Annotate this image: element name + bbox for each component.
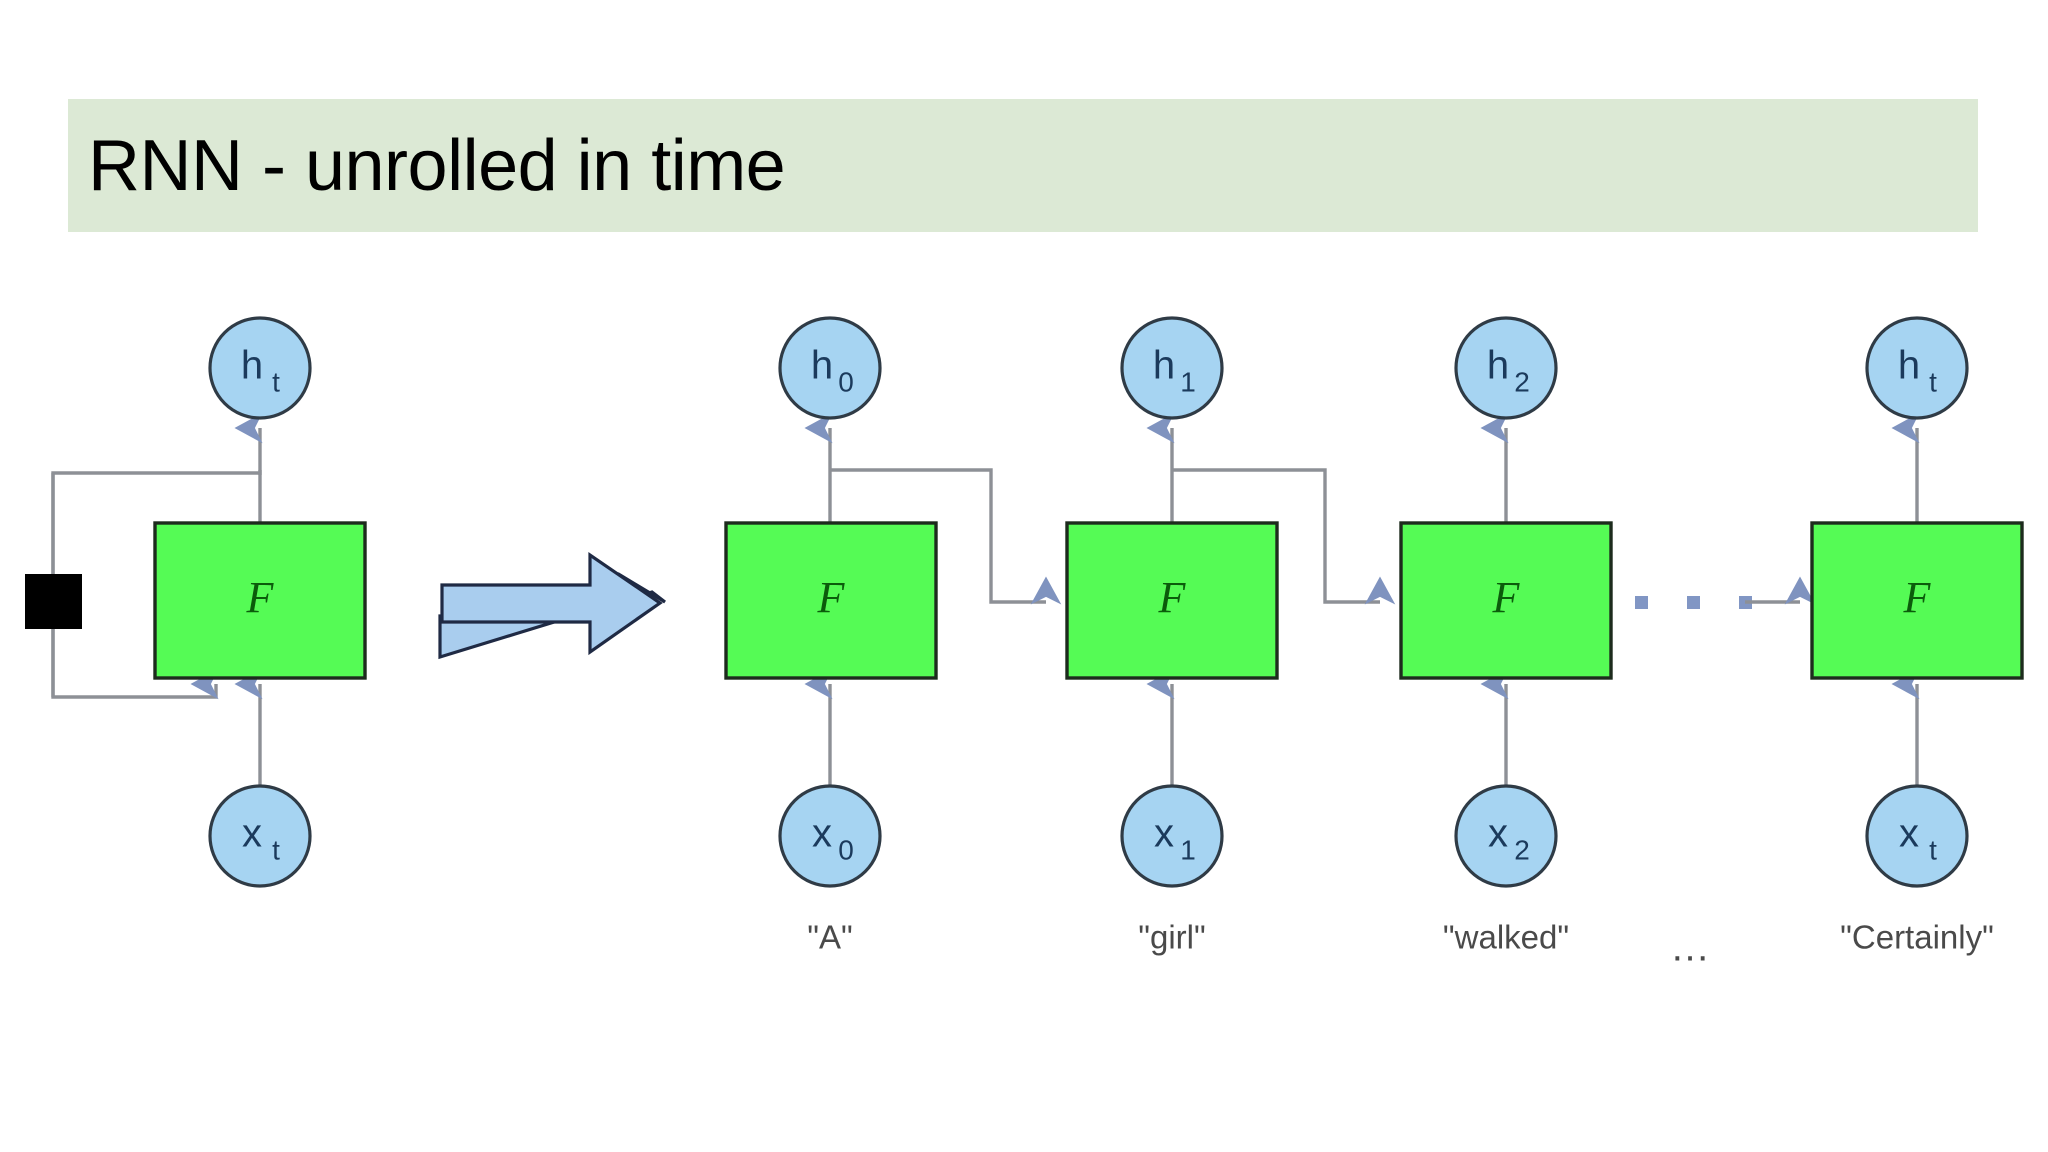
t1-hidden-subscript: 1 [1180, 366, 1196, 397]
skip-dot-icon-1 [1635, 596, 1648, 609]
t2-hidden-subscript: 2 [1514, 366, 1530, 397]
unrolled-rnn-group: F h 0 x 0 "A" F h 1 x 1 "girl" F h 2 x 2… [724, 316, 2024, 970]
t0-input-label: x [812, 812, 832, 856]
t0-input-node[interactable] [778, 784, 882, 888]
t1-hidden-label: h [1153, 344, 1175, 388]
t2-hidden-node[interactable] [1454, 316, 1558, 420]
t1-input-label: x [1154, 812, 1174, 856]
t2-word-label: "walked" [1443, 919, 1569, 956]
folded-input-label: x [242, 812, 262, 856]
t0-hidden-subscript: 0 [838, 366, 854, 397]
page-title: RNN - unrolled in time [88, 125, 786, 206]
t0-cell-box[interactable] [724, 521, 938, 680]
word-ellipsis-label: … [1670, 926, 1710, 970]
t1-word-label: "girl" [1138, 919, 1205, 956]
tlast-cell-label: F [1903, 573, 1932, 622]
t2-input-label: x [1488, 812, 1508, 856]
tlast-input-node[interactable] [1865, 784, 1969, 888]
t0-word-label: "A" [807, 919, 852, 956]
t0-hidden-node[interactable] [778, 316, 882, 420]
t1-cell-box[interactable] [1065, 521, 1279, 680]
tlast-input-subscript: t [1929, 834, 1937, 865]
unit-delay-block [25, 574, 82, 629]
t1-input-node[interactable] [1120, 784, 1224, 888]
tlast-hidden-node[interactable] [1865, 316, 1969, 420]
folded-input-subscript: t [272, 834, 280, 865]
t2-hidden-label: h [1487, 344, 1509, 388]
skip-dot-icon-2 [1687, 596, 1700, 609]
t0-input-subscript: 0 [838, 834, 854, 865]
t0-cell-label: F [817, 573, 846, 622]
tlast-hidden-label: h [1898, 344, 1920, 388]
title-banner: RNN - unrolled in time [68, 99, 1978, 232]
t2-cell-label: F [1492, 573, 1521, 622]
tlast-input-label: x [1899, 812, 1919, 856]
folded-rnn-group: F h t x t [25, 316, 367, 888]
t0-to-t1-recurrent-wire [830, 468, 1062, 605]
tlast-cell-box[interactable] [1810, 521, 2024, 680]
t1-input-subscript: 1 [1180, 834, 1196, 865]
folded-input-node[interactable] [208, 784, 312, 888]
folded-hidden-subscript: t [272, 366, 280, 397]
t2-input-node[interactable] [1454, 784, 1558, 888]
folded-hidden-node[interactable] [208, 316, 312, 420]
t1-hidden-node[interactable] [1120, 316, 1224, 420]
t1-cell-label: F [1158, 573, 1187, 622]
t0-hidden-label: h [811, 344, 833, 388]
tlast-word-label: "Certainly" [1840, 919, 1994, 956]
tlast-hidden-subscript: t [1929, 366, 1937, 397]
unroll-arrow-shape [440, 551, 663, 656]
folded-hidden-label: h [241, 344, 263, 388]
folded-cell-label: F [246, 573, 275, 622]
t1-to-t2-recurrent-wire [1172, 468, 1396, 605]
folded-cell-box[interactable] [153, 521, 367, 680]
t2-input-subscript: 2 [1514, 834, 1530, 865]
t2-cell-box[interactable] [1399, 521, 1613, 680]
